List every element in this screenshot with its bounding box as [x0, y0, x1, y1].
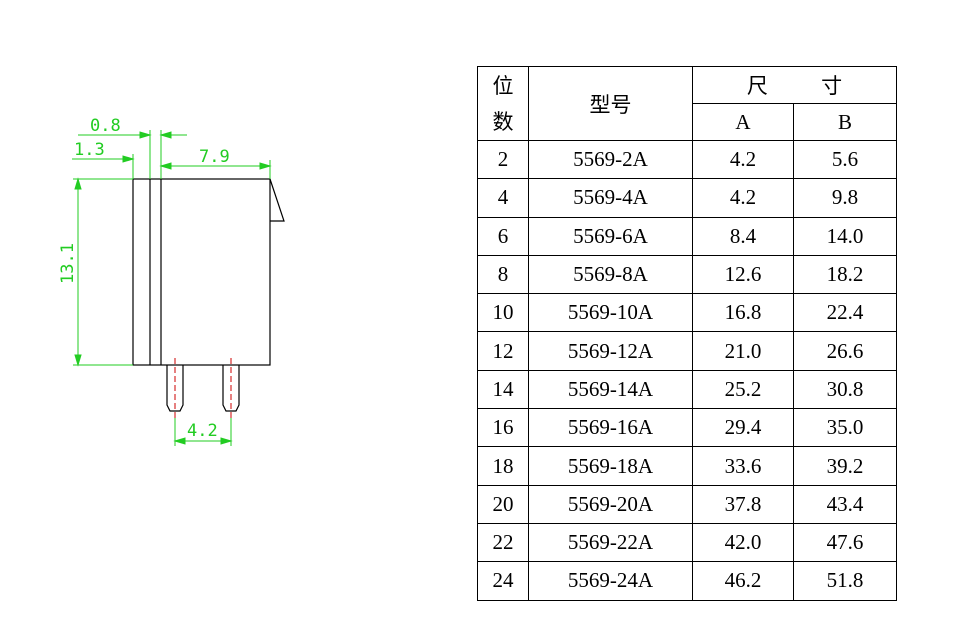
cell-a: 25.2	[692, 369, 794, 410]
cell-model: 5569-12A	[528, 331, 693, 371]
pin-centerlines	[174, 358, 232, 418]
header-position-line2: 数	[492, 109, 514, 134]
connector-pins	[166, 365, 240, 412]
cell-b: 30.8	[793, 369, 897, 410]
cell-a: 4.2	[692, 178, 794, 218]
cell-a: 33.6	[692, 446, 794, 486]
cell-b: 22.4	[793, 293, 897, 333]
dimension-label-4-2: 4.2	[187, 421, 218, 441]
cell-b: 5.6	[793, 139, 897, 180]
cell-b: 9.8	[793, 178, 897, 218]
table-header-row: 位 数 型号 尺 寸	[477, 66, 897, 141]
cell-b: 14.0	[793, 216, 897, 256]
cell-b: 35.0	[793, 408, 897, 448]
dimension-label-0-8: 0.8	[90, 116, 121, 136]
cell-model: 5569-18A	[528, 446, 693, 486]
cell-b: 39.2	[793, 446, 897, 486]
cell-position: 2	[477, 139, 529, 180]
cell-a: 42.0	[692, 522, 794, 563]
cell-b: 26.6	[793, 331, 897, 371]
cell-b: 18.2	[793, 254, 897, 295]
header-col-b: B	[793, 103, 897, 141]
cell-position: 18	[477, 446, 529, 486]
cell-a: 12.6	[692, 254, 794, 295]
cell-position: 24	[477, 561, 529, 601]
cell-position: 10	[477, 293, 529, 333]
cell-a: 16.8	[692, 293, 794, 333]
cell-position: 22	[477, 522, 529, 563]
cell-position: 6	[477, 216, 529, 256]
cell-a: 37.8	[692, 484, 794, 524]
cell-position: 8	[477, 254, 529, 295]
cell-position: 20	[477, 484, 529, 524]
cell-model: 5569-24A	[528, 561, 693, 601]
cell-position: 12	[477, 331, 529, 371]
header-position-line1: 位	[492, 73, 514, 98]
cell-b: 43.4	[793, 484, 897, 524]
header-model: 型号	[528, 66, 693, 141]
cell-b: 47.6	[793, 522, 897, 563]
cell-b: 51.8	[793, 561, 897, 601]
cell-a: 4.2	[692, 139, 794, 180]
dimension-label-1-3: 1.3	[74, 140, 105, 160]
table-subheader-row: A B	[478, 103, 897, 141]
header-size: 尺 寸	[692, 66, 897, 104]
dimension-lines	[72, 130, 272, 446]
dimension-label-13-1: 13.1	[58, 243, 78, 284]
cell-model: 5569-22A	[528, 522, 693, 563]
cell-model: 5569-2A	[528, 139, 693, 180]
header-col-a: A	[692, 103, 794, 141]
cell-model: 5569-6A	[528, 216, 693, 256]
cell-a: 29.4	[692, 408, 794, 448]
cell-model: 5569-14A	[528, 369, 693, 410]
connector-side-view-drawing: 0.8 1.3 7.9 13.1 4.2	[58, 116, 285, 446]
cell-position: 16	[477, 408, 529, 448]
cell-model: 5569-16A	[528, 408, 693, 448]
dimension-label-7-9: 7.9	[199, 147, 230, 167]
header-position-count: 位 数	[477, 66, 529, 141]
cell-position: 4	[477, 178, 529, 218]
cell-a: 21.0	[692, 331, 794, 371]
cell-position: 14	[477, 369, 529, 410]
cell-model: 5569-10A	[528, 293, 693, 333]
cell-a: 46.2	[692, 561, 794, 601]
connector-body	[132, 178, 285, 366]
cell-model: 5569-8A	[528, 254, 693, 295]
cell-model: 5569-4A	[528, 178, 693, 218]
cell-a: 8.4	[692, 216, 794, 256]
cell-model: 5569-20A	[528, 484, 693, 524]
